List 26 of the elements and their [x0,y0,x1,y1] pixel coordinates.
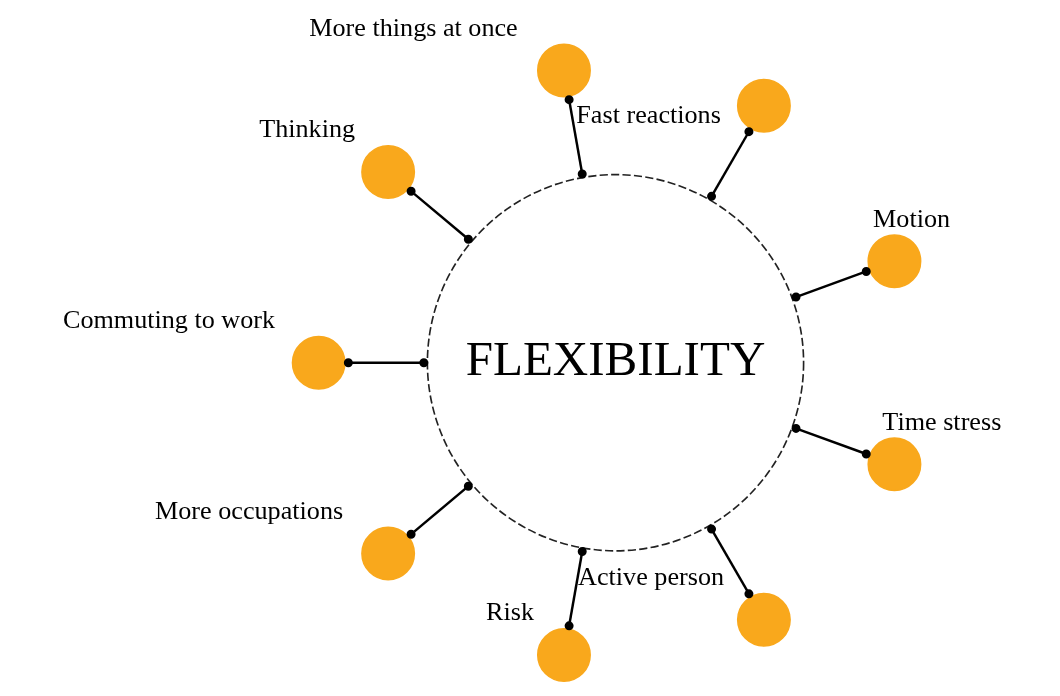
connector [564,95,587,179]
connector [343,358,428,368]
node-circle [291,335,346,390]
node-label: Active person [577,562,724,592]
node-label: Commuting to work [62,305,275,335]
node-label: More things at once [308,12,518,42]
node-label: More occupations [154,495,343,525]
node-label: Motion [872,203,950,233]
node-label: Time stress [881,406,1001,436]
node-label: Fast reactions [575,100,721,130]
node-circle [736,592,791,647]
node-circle [866,437,921,492]
node-label: Thinking [258,114,355,144]
connector [706,127,753,201]
node-circle [536,43,591,98]
connector [406,186,473,244]
connector [791,423,871,459]
node-circle: FLEXIBILITY [426,173,804,552]
connector [564,547,587,631]
node-label: Risk [485,597,534,627]
node-circle [866,234,921,289]
node-circle [736,78,791,133]
connector [406,481,473,539]
node-circle [536,628,591,683]
connector [706,524,753,599]
connector [791,266,871,302]
